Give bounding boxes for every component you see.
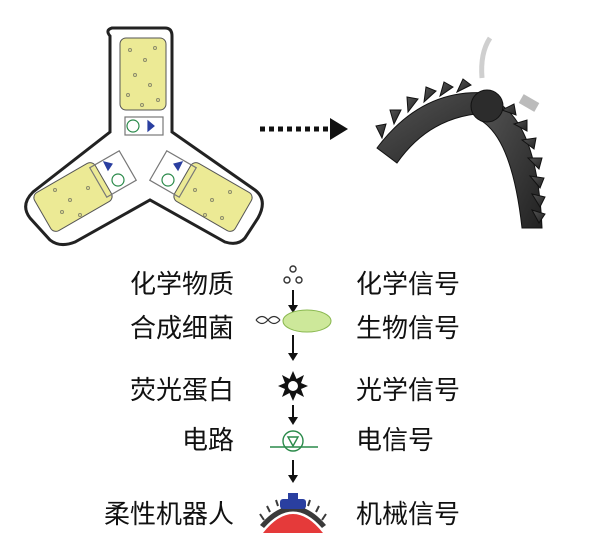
flow-right-3: 光学信号 bbox=[356, 376, 461, 406]
tri-arm-robot-schematic bbox=[24, 26, 264, 247]
flow-right-1: 化学信号 bbox=[356, 270, 461, 300]
flow-right-2: 生物信号 bbox=[356, 314, 461, 344]
flow-right-4: 电信号 bbox=[356, 426, 435, 456]
soft-robot-photo bbox=[375, 36, 546, 229]
robot-right-arm bbox=[479, 97, 546, 229]
flow-left-2: 合成细菌 bbox=[129, 314, 234, 344]
flow-left-1: 化学物质 bbox=[129, 270, 234, 300]
top-cell-pad bbox=[119, 37, 167, 111]
transform-arrow bbox=[260, 118, 348, 140]
circuit-icon bbox=[270, 430, 318, 452]
flow-right-5: 机械信号 bbox=[356, 500, 461, 530]
chemical-dots-icon bbox=[283, 265, 303, 284]
robot-left-arm bbox=[375, 78, 493, 164]
light-sun-icon bbox=[278, 371, 308, 401]
bacteria-dna-icon bbox=[255, 309, 332, 333]
flow-left-5: 柔性机器人 bbox=[103, 500, 234, 530]
flow-left-3: 荧光蛋白 bbox=[129, 376, 234, 406]
soft-robot-icon bbox=[259, 493, 327, 533]
flow-icons-column bbox=[255, 265, 332, 533]
flow-arrow-1 bbox=[288, 290, 298, 313]
flow-left-4: 电路 bbox=[181, 426, 234, 456]
right-cell-pad bbox=[173, 162, 253, 232]
flow-arrow-2 bbox=[288, 335, 298, 361]
left-cell-pad bbox=[33, 162, 113, 232]
flow-arrow-4 bbox=[288, 460, 298, 483]
bacteria-specks bbox=[53, 46, 232, 220]
flow-arrow-3 bbox=[288, 405, 298, 425]
circuit-glyphs bbox=[88, 116, 198, 199]
